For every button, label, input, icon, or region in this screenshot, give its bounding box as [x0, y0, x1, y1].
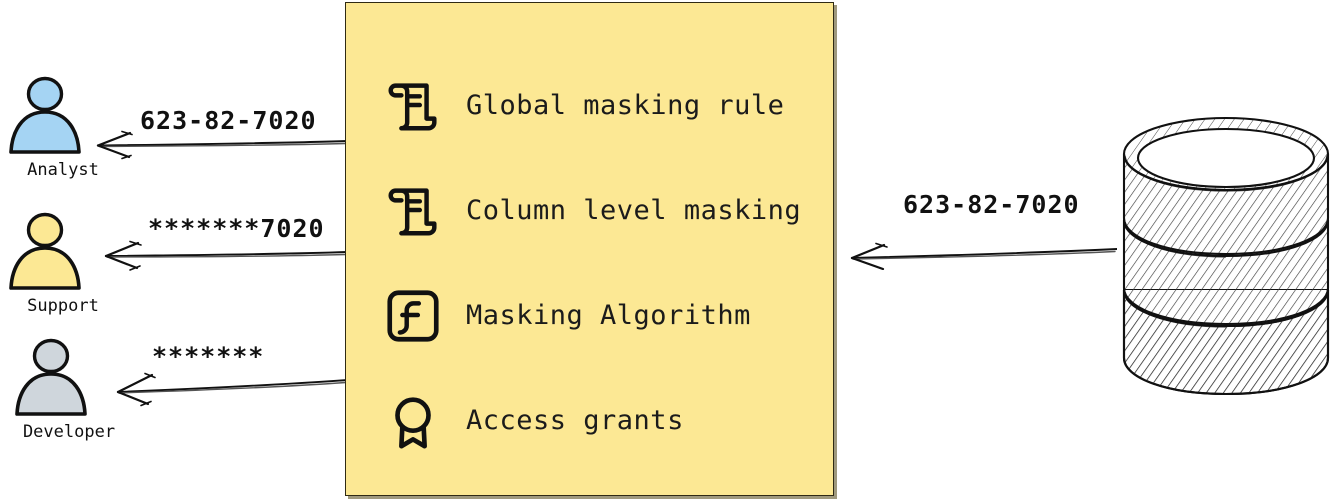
- policy-item-label: Global masking rule: [466, 90, 785, 121]
- arrow-to-developer: *******: [112, 340, 348, 410]
- person-icon: [9, 212, 81, 290]
- arrow-to-developer-label: *******: [152, 342, 265, 371]
- actor-analyst-label: Analyst: [27, 160, 99, 180]
- arrow-to-support: *******7020: [100, 212, 348, 282]
- person-icon: [9, 76, 81, 154]
- arrow-shaft-icon: [96, 130, 348, 160]
- badge-icon: [395, 396, 431, 449]
- arrow-to-support-label: *******7020: [148, 214, 325, 243]
- policy-item-column-level-masking[interactable]: Column level masking: [382, 158, 822, 263]
- arrow-shaft-icon: [850, 242, 1117, 270]
- policy-item-masking-algorithm[interactable]: Masking Algorithm: [382, 263, 822, 368]
- scroll-icon: [388, 187, 437, 236]
- policy-item-global-masking-rule[interactable]: Global masking rule: [382, 53, 822, 158]
- policy-item-label: Access grants: [466, 405, 684, 436]
- actor-support-label: Support: [27, 296, 99, 316]
- database-icon: [1122, 116, 1330, 396]
- policy-item-label: Column level masking: [466, 195, 802, 226]
- arrow-shaft-icon: [116, 372, 348, 407]
- actor-support: Support: [0, 208, 128, 316]
- database-source: [1112, 112, 1340, 400]
- arrow-from-database-label: 623-82-7020: [903, 190, 1080, 219]
- scroll-icon: [388, 82, 437, 131]
- actor-developer: Developer: [4, 334, 134, 442]
- actor-developer-label: Developer: [22, 422, 116, 442]
- person-icon: [15, 338, 87, 416]
- masking-policy-panel: Global masking rule Column level masking: [345, 2, 834, 496]
- policy-item-label: Masking Algorithm: [466, 300, 751, 331]
- masking-policy-list: Global masking rule Column level masking: [382, 53, 822, 473]
- arrow-to-analyst-label: 623-82-7020: [140, 106, 317, 135]
- actor-analyst: Analyst: [0, 72, 128, 180]
- arrow-from-database: 623-82-7020: [845, 190, 1117, 270]
- arrow-shaft-icon: [104, 240, 348, 271]
- arrow-to-analyst: 623-82-7020: [92, 104, 348, 174]
- policy-item-access-grants[interactable]: Access grants: [382, 368, 822, 473]
- function-icon: [387, 289, 439, 342]
